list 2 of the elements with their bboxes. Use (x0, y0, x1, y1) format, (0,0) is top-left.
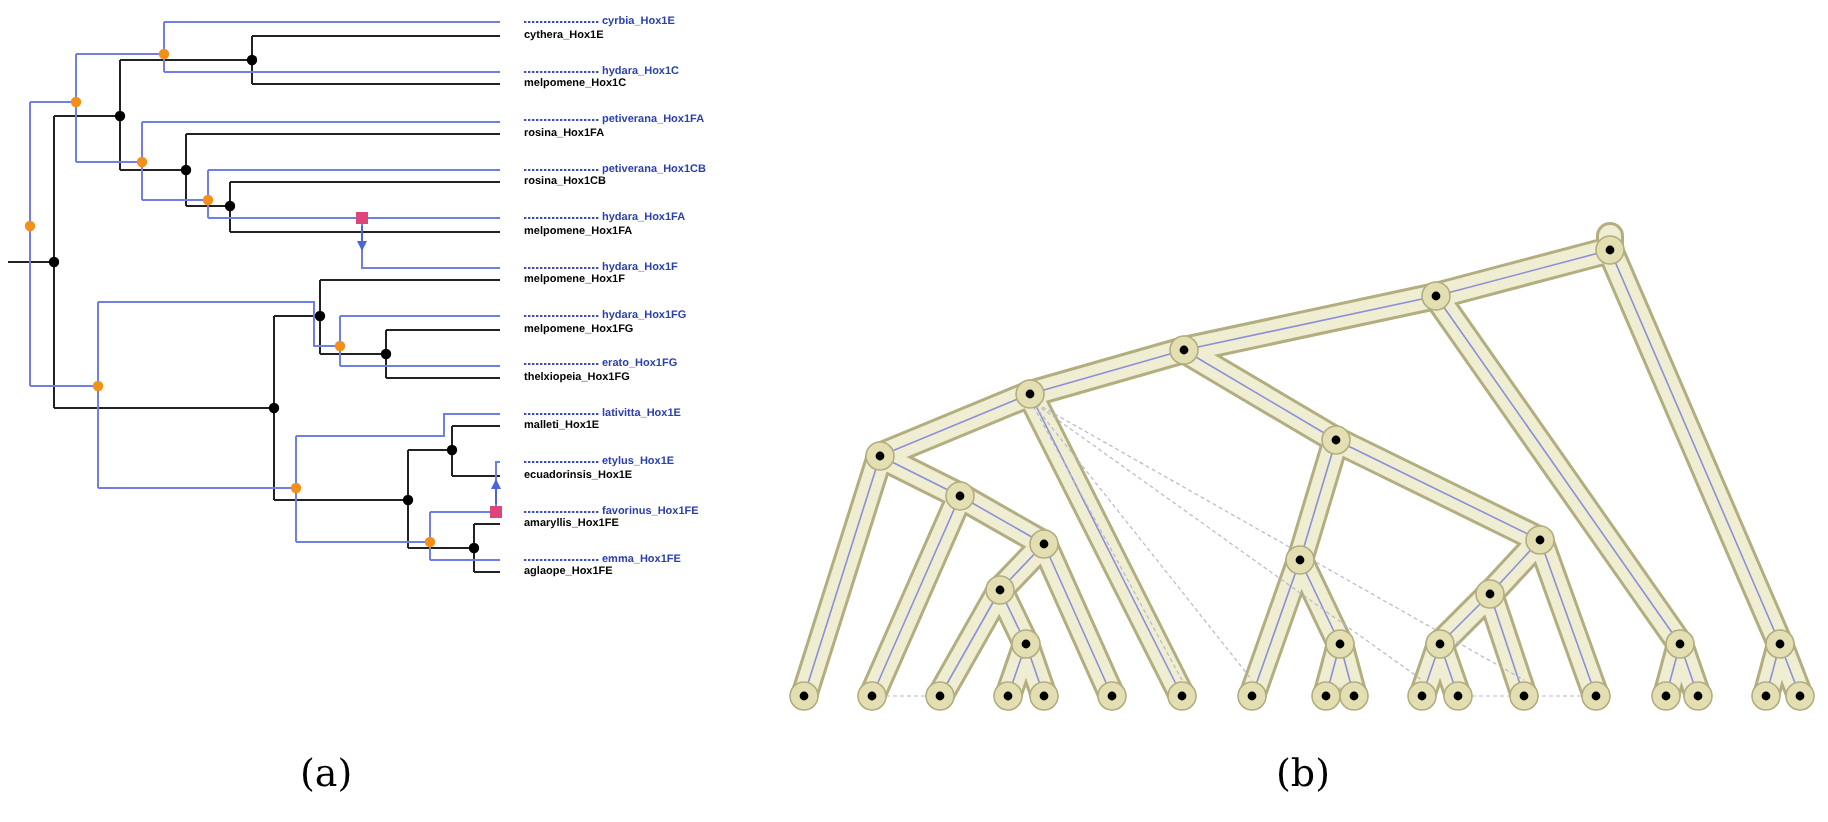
panel-label: (a) (300, 752, 353, 796)
panel-label: (b) (1276, 752, 1330, 796)
